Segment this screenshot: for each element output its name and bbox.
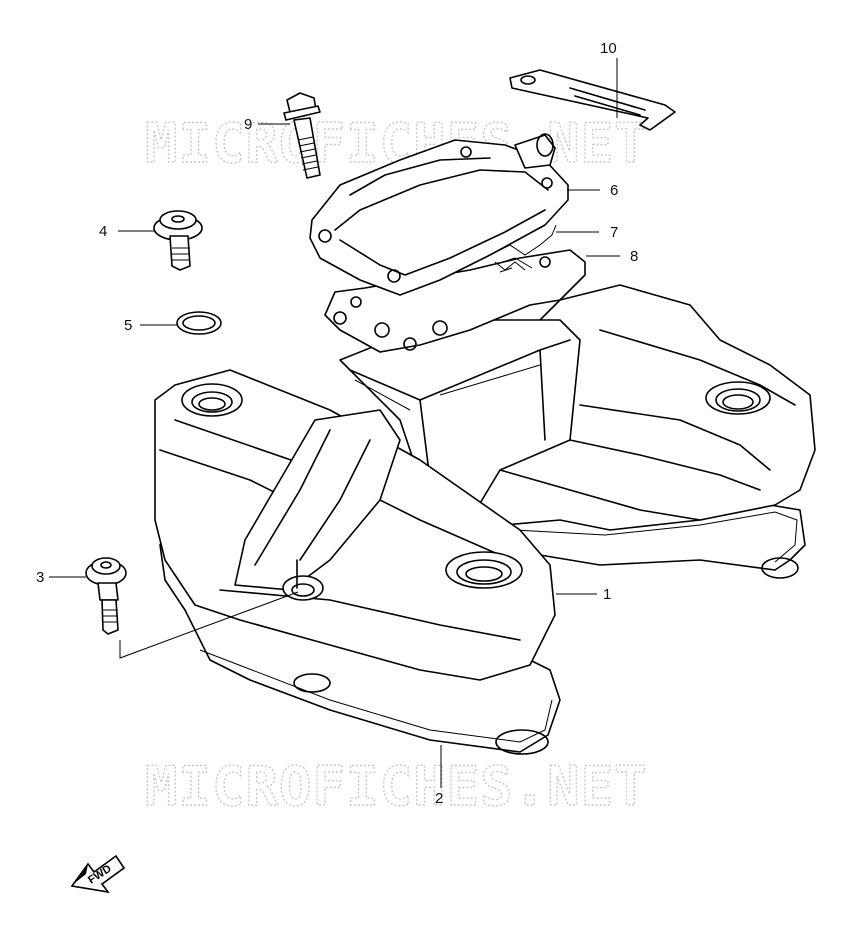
leader-lines — [49, 58, 620, 788]
bolt-shoulder — [85, 557, 127, 635]
callout-6: 6 — [610, 182, 618, 199]
callout-10: 10 — [600, 40, 617, 57]
clamp-bracket — [509, 69, 676, 131]
callout-3: 3 — [36, 569, 44, 586]
callout-8: 8 — [630, 248, 638, 265]
breather-gasket — [324, 249, 586, 353]
callout-2: 2 — [435, 790, 443, 807]
callout-9: 9 — [244, 116, 252, 133]
callout-labels: 10 9 4 5 3 6 7 8 1 2 — [36, 40, 638, 807]
callout-5: 5 — [124, 317, 132, 334]
callout-7: 7 — [610, 224, 618, 241]
o-ring — [176, 311, 222, 335]
breather-cover — [309, 133, 569, 296]
bolt-long — [283, 92, 321, 179]
callout-1: 1 — [603, 586, 611, 603]
watermark-bottom: MICROFICHES.NET — [145, 755, 648, 818]
callout-4: 4 — [99, 223, 107, 240]
forward-arrow: FWD — [70, 854, 126, 894]
bolt-flanged — [153, 210, 203, 271]
cylinder-head-cover — [154, 284, 816, 755]
